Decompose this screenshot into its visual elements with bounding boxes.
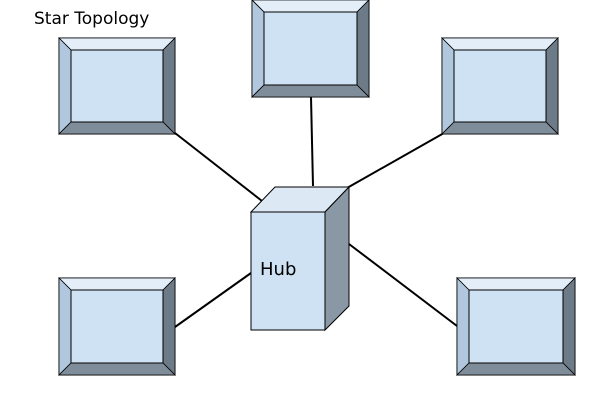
link-top-right: [346, 132, 445, 189]
monitor-bottom-right: [456, 277, 576, 376]
monitor-top-center: [251, 0, 370, 98]
hub-label: Hub: [260, 259, 297, 280]
connections: [174, 96, 458, 328]
monitor-bottom-left: [58, 277, 176, 376]
link-bottom-left: [174, 272, 252, 328]
link-top-center: [310, 96, 314, 187]
link-bottom-right: [348, 243, 458, 327]
monitor-top-left: [58, 37, 176, 135]
diagram-title: Star Topology: [34, 9, 150, 29]
hub-side-face: [324, 185, 350, 332]
monitor-top-right: [441, 37, 559, 135]
hub-front-face: [250, 211, 326, 331]
link-top-left: [174, 132, 263, 202]
hub-box: [249, 185, 351, 332]
